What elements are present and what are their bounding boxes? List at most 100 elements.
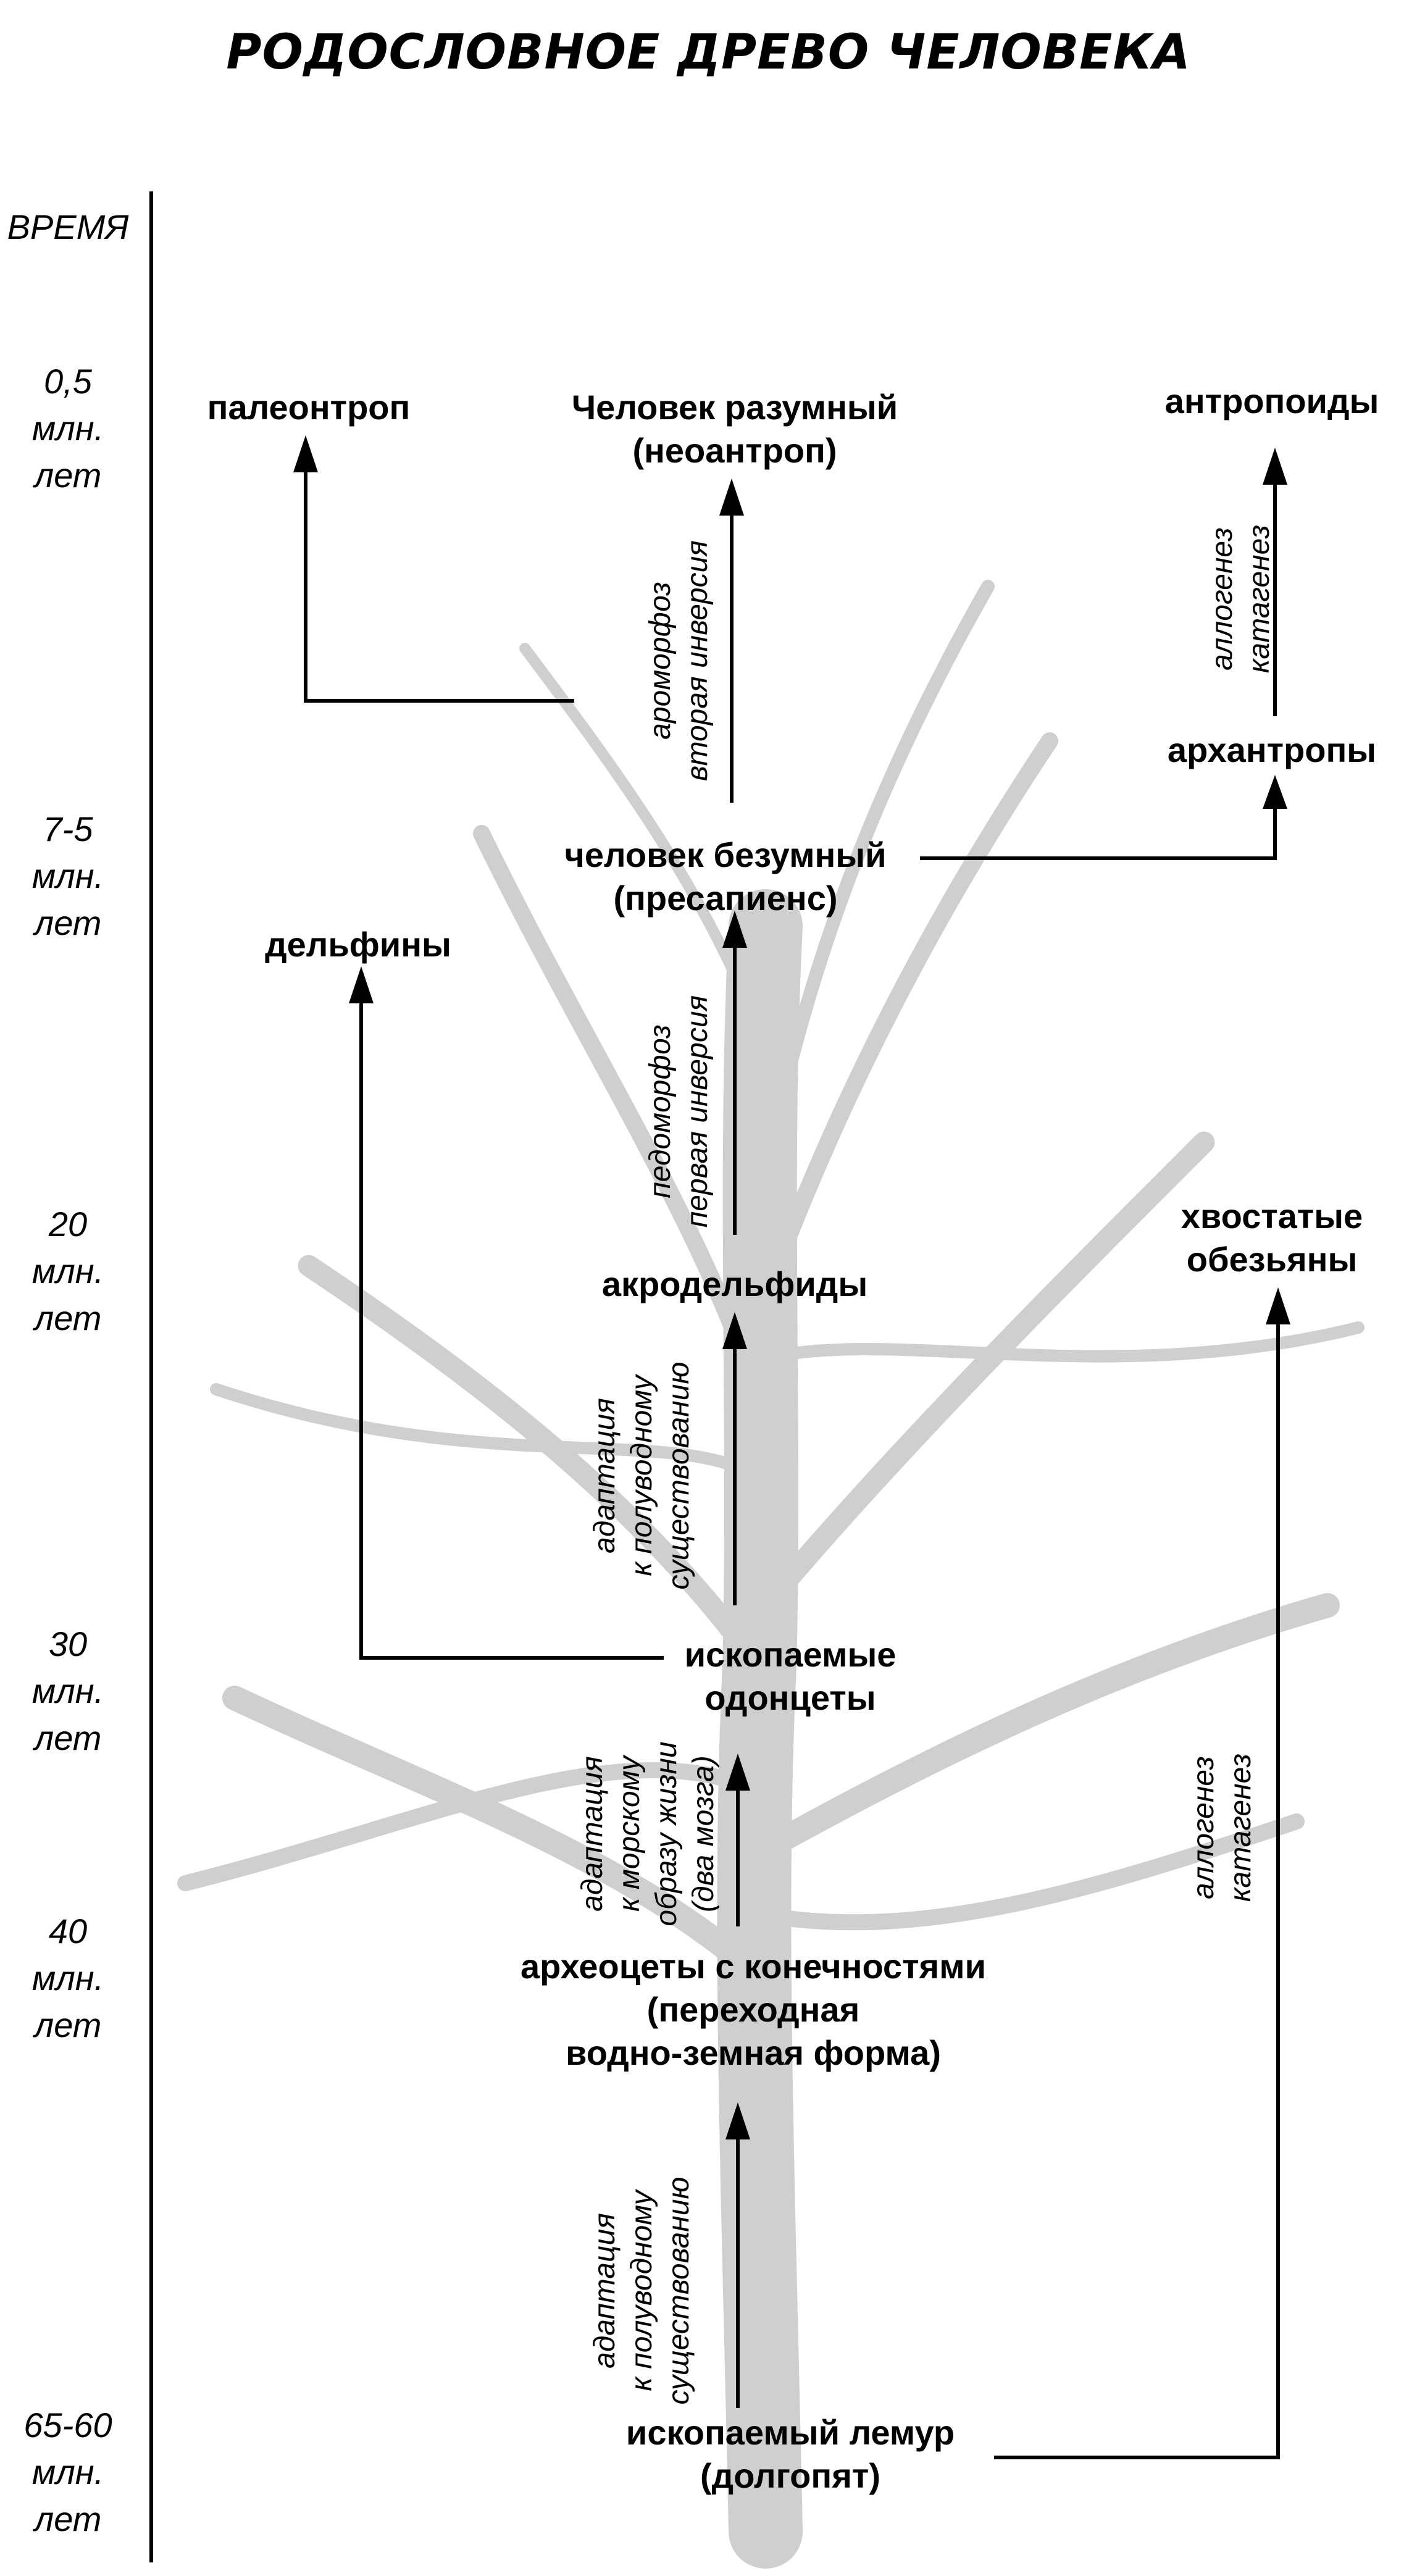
node-arhantropy: архантропы bbox=[1136, 729, 1408, 772]
node-label: палеонтроп bbox=[207, 388, 411, 427]
time-mark-value: 7-5 bbox=[43, 809, 93, 848]
arrowhead-antropoidy bbox=[1263, 448, 1287, 485]
time-mark: 0,5 млн. лет bbox=[0, 358, 136, 499]
diagram-title: РОДОСЛОВНОЕ ДРЕВО ЧЕЛОВЕКА bbox=[226, 25, 1191, 80]
connector-lines bbox=[304, 469, 1280, 2459]
time-mark: 40 млн. лет bbox=[0, 1908, 136, 2049]
time-mark-suffix: лет bbox=[34, 903, 102, 942]
node-delfiny: дельфины bbox=[235, 923, 482, 966]
edge-label-allogenez-top: аллогенез катагенез bbox=[1204, 506, 1278, 692]
edge-label-aromorfoz: ароморфоз вторая инверсия bbox=[642, 512, 716, 809]
tree-branch bbox=[759, 580, 995, 1180]
node-label: Человек разумный bbox=[571, 388, 898, 427]
edge-label-line: аллогенез bbox=[1206, 527, 1239, 671]
node-label: ископаемые bbox=[684, 1635, 897, 1674]
time-mark-value: 0,5 bbox=[44, 362, 92, 401]
edge-label-adaptatsiya-upper: адаптация к полуводному существованию bbox=[587, 1340, 698, 1612]
edge-label-line: аллогенез bbox=[1187, 1756, 1220, 1899]
time-mark-suffix: лет bbox=[34, 1298, 102, 1337]
time-mark-suffix: лет bbox=[34, 2005, 102, 2044]
edge-label-line: педоморфоз bbox=[644, 1024, 677, 1198]
time-mark-suffix: лет bbox=[34, 1718, 102, 1757]
time-mark-value: 20 bbox=[48, 1205, 88, 1244]
node-label: (долгопят) bbox=[700, 2456, 880, 2495]
time-mark-value: 30 bbox=[48, 1625, 88, 1663]
node-homo-sapiens: Человек разумный (неоантроп) bbox=[525, 386, 945, 472]
tree-branch bbox=[757, 732, 1058, 1305]
arrowhead-arheotsety bbox=[725, 2102, 750, 2139]
time-mark-value: 65-60 bbox=[23, 2406, 112, 2444]
connector-to-paleoantrop bbox=[304, 469, 574, 703]
arrowhead-hvostatye bbox=[1266, 1287, 1290, 1324]
node-label: одонцеты bbox=[704, 1678, 876, 1717]
node-label: (переходная bbox=[646, 1990, 860, 2029]
edge-label-line: вторая инверсия bbox=[681, 540, 714, 781]
edge-label-allogenez-right: аллогенез катагенез bbox=[1185, 1723, 1260, 1933]
node-iskopaemye-odontsety: ископаемые одонцеты bbox=[654, 1633, 926, 1720]
arrowhead-odontsety bbox=[725, 1754, 750, 1791]
tree-branch bbox=[751, 1813, 1305, 1931]
node-lemur: ископаемый лемур (долгопят) bbox=[593, 2411, 988, 2498]
time-mark-unit: млн. bbox=[31, 1959, 104, 1997]
tree-branch bbox=[298, 1255, 771, 1678]
node-paleoantrop: палеонтроп bbox=[198, 386, 420, 429]
time-mark-unit: млн. bbox=[31, 856, 104, 895]
time-mark-value: 40 bbox=[48, 1912, 88, 1951]
tree-branch bbox=[177, 1762, 767, 1891]
time-mark: 30 млн. лет bbox=[0, 1621, 136, 1762]
node-label: человек безумный bbox=[564, 835, 887, 874]
node-label: ископаемый лемур bbox=[625, 2413, 955, 2452]
node-homo-insipiens: человек безумный (пресапиенс) bbox=[525, 834, 926, 920]
tree-branch bbox=[473, 825, 774, 1429]
node-label: водно-земная форма) bbox=[566, 2033, 941, 2072]
arrowheads bbox=[293, 435, 1290, 2139]
edge-label-line: адаптация bbox=[588, 2213, 621, 2369]
node-label: дельфины bbox=[265, 925, 451, 964]
edge-label-line: катагенез bbox=[1243, 524, 1276, 674]
node-label: археоцеты с конечностями bbox=[520, 1947, 987, 1986]
edge-label-line: адаптация bbox=[588, 1398, 621, 1554]
arrowhead-akrodelfidy bbox=[722, 1312, 747, 1349]
edge-label-line: к морскому bbox=[613, 1755, 646, 1912]
edge-label-adaptatsiya-lower: адаптация к полуводному существованию bbox=[587, 2149, 698, 2433]
tree-branch bbox=[210, 1383, 772, 1488]
node-hvostatye: хвостатые обезьяны bbox=[1136, 1195, 1408, 1281]
node-label: (неоантроп) bbox=[632, 431, 837, 470]
time-axis-header: ВРЕМЯ bbox=[7, 207, 129, 246]
node-arheotsety: археоцеты с конечностями (переходная вод… bbox=[512, 1945, 994, 2075]
node-label: (пресапиенс) bbox=[613, 879, 838, 918]
connector-to-hvostatye bbox=[994, 1321, 1280, 2459]
node-label: хвостатые bbox=[1181, 1197, 1363, 1236]
time-mark-suffix: лет bbox=[34, 456, 102, 495]
edge-label-line: (два мозга) bbox=[687, 1755, 720, 1912]
arrowhead-arhantropy bbox=[1263, 775, 1287, 809]
edge-label-line: к полуводному bbox=[625, 2190, 658, 2391]
time-mark-unit: млн. bbox=[31, 1671, 104, 1710]
edge-label-line: существованию bbox=[663, 1361, 695, 1590]
edge-label-line: катагенез bbox=[1224, 1753, 1257, 1902]
node-label: антропоиды bbox=[1164, 382, 1379, 420]
edge-label-line: первая инверсия bbox=[681, 995, 714, 1228]
time-mark-unit: млн. bbox=[31, 1252, 104, 1290]
edge-label-line: существованию bbox=[663, 2177, 695, 2405]
tree-branch bbox=[754, 1131, 1215, 1616]
time-mark: 7-5 млн. лет bbox=[0, 806, 136, 947]
edge-label-pedomorfoz: педоморфоз первая инверсия bbox=[642, 963, 716, 1260]
time-mark: 65-60 млн. лет bbox=[0, 2402, 136, 2543]
time-mark-unit: млн. bbox=[31, 2453, 104, 2491]
node-label: архантропы bbox=[1167, 730, 1377, 769]
node-antropoidy: антропоиды bbox=[1136, 380, 1408, 423]
node-akrodelfidy: акродельфиды bbox=[574, 1263, 895, 1306]
node-label: акродельфиды bbox=[601, 1265, 868, 1303]
time-mark-unit: млн. bbox=[31, 409, 104, 448]
arrowhead-homo-sapiens bbox=[719, 479, 744, 516]
tree-branch bbox=[747, 1593, 1340, 1865]
edge-label-line: образу жизни bbox=[650, 1741, 683, 1926]
arrowhead-delfiny bbox=[349, 966, 374, 1003]
edge-label-adaptatsiya-more: адаптация к морскому образу жизни (два м… bbox=[574, 1717, 722, 1951]
connector-to-arhantropy bbox=[920, 803, 1277, 860]
edge-label-line: к полуводному bbox=[625, 1375, 658, 1576]
tree-branch bbox=[759, 1321, 1365, 1365]
connector-to-delfiny bbox=[359, 1000, 664, 1660]
